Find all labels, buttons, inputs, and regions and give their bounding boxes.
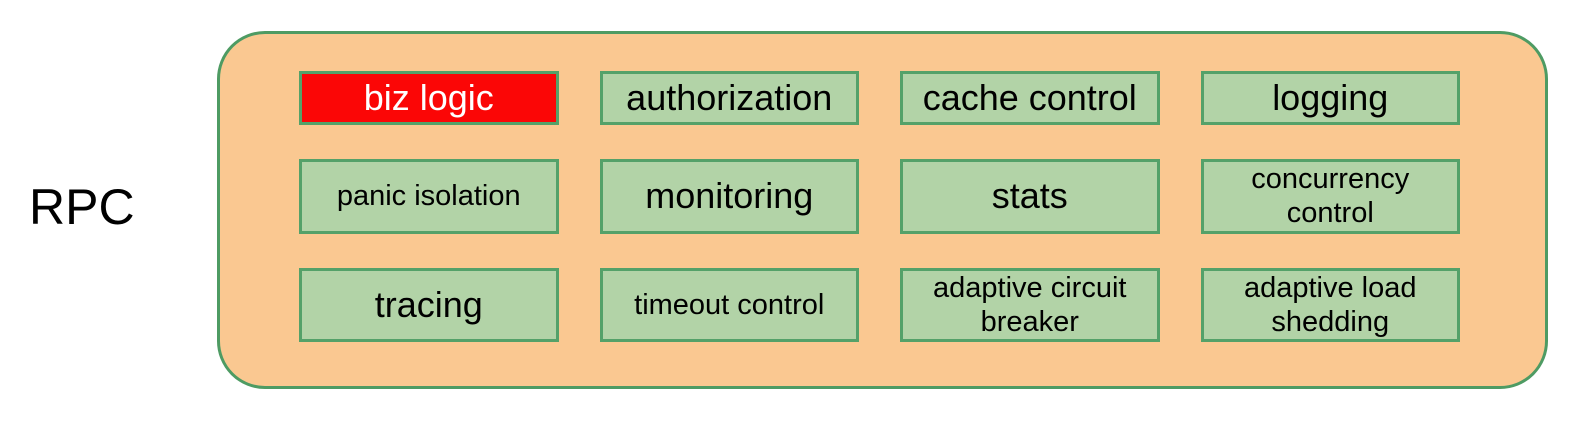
box-biz-logic: biz logic [299,71,559,126]
box-timeout-control: timeout control [599,267,859,342]
box-logging: logging [1200,71,1460,126]
rpc-middleware-container: biz logic authorization cache control loggi… [217,31,1548,389]
box-tracing: tracing [299,267,559,342]
box-concurrency-control: concurrency control [1200,159,1460,234]
box-cache-control: cache control [900,71,1160,126]
box-adaptive-load-shedding: adaptive load shedding [1200,267,1460,342]
box-authorization: authorization [599,71,859,126]
box-adaptive-circuit-breaker: adaptive circuit breaker [900,267,1160,342]
box-stats: stats [900,159,1160,234]
box-panic-isolation: panic isolation [299,159,559,234]
box-monitoring: monitoring [599,159,859,234]
rpc-label: RPC [29,179,135,235]
